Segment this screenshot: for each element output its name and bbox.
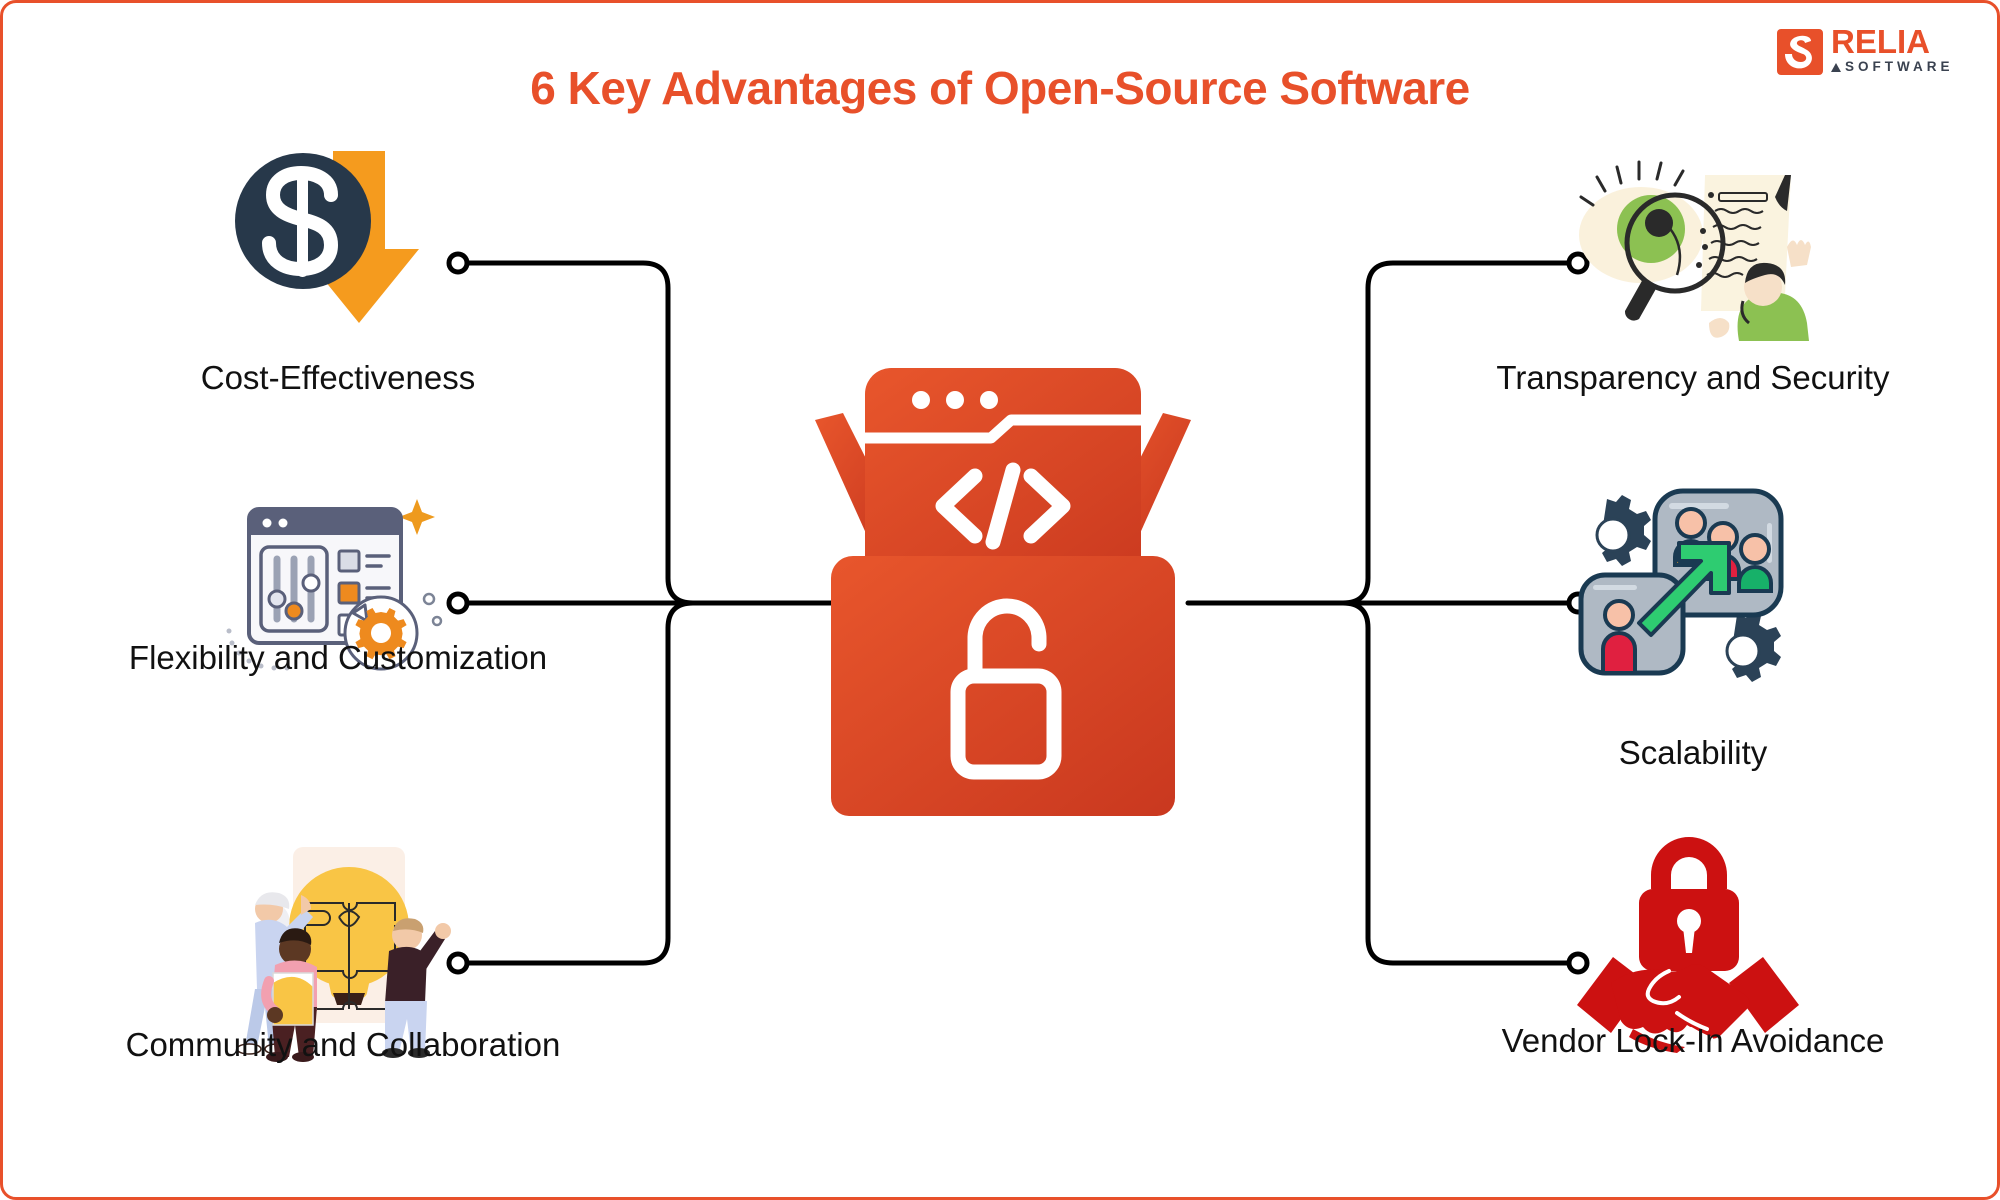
people-lightbulb-puzzle-icon <box>221 831 461 1062</box>
center-open-source-box-icon <box>803 358 1203 818</box>
node-label-transparency-and-security: Transparency and Security <box>1496 359 1890 396</box>
node-label-flexibility-and-customization: Flexibility and Customization <box>128 639 548 676</box>
dollar-coin-down-arrow-icon <box>231 143 431 333</box>
logo-tagline-text: SOFTWARE <box>1845 59 1954 74</box>
node-label-cost-effectiveness: Cost-Effectiveness <box>200 359 476 396</box>
connector-endpoint <box>446 251 470 275</box>
logo-name: RELIA <box>1831 23 1930 60</box>
page-title: 6 Key Advantages of Open-Source Software <box>530 62 1470 114</box>
padlock-handshake-icon <box>1573 823 1803 1053</box>
node-label-community-and-collaboration: Community and Collaboration <box>125 1026 561 1063</box>
logo-tagline: SOFTWARE <box>1831 59 1967 75</box>
logo-wordmark: RELIA SOFTWARE <box>1831 25 1967 75</box>
relia-s-mark-icon <box>1777 29 1823 75</box>
eye-magnifier-document-icon <box>1563 153 1813 343</box>
users-growth-gears-icon <box>1569 483 1799 682</box>
logo-triangle-icon <box>1831 63 1841 72</box>
node-label-vendor-lock-in-avoidance: Vendor Lock-In Avoidance <box>1501 1022 1885 1059</box>
connector-endpoint <box>446 591 470 615</box>
node-label-scalability: Scalability <box>1618 734 1768 771</box>
settings-sliders-gear-icon <box>221 491 443 676</box>
relia-software-logo: RELIA SOFTWARE <box>1777 25 1967 87</box>
